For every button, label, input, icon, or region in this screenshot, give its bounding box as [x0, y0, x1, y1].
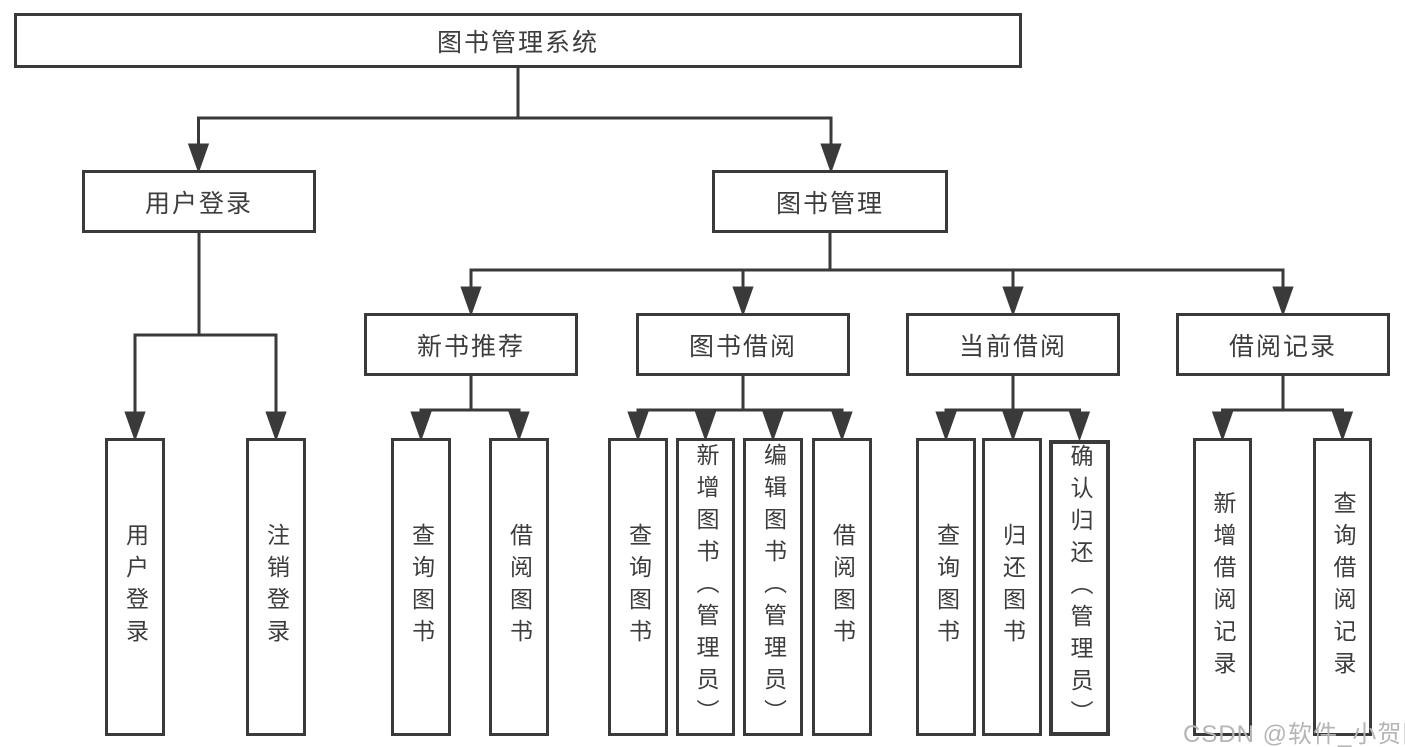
- node-borrowing-records: 借阅记录: [1176, 313, 1390, 376]
- leaf-current-return-books: 归还图书: [982, 438, 1042, 736]
- csdn-watermark: CSDN @软件_小贺同学: [1183, 721, 1405, 747]
- node-book-borrowing: 图书借阅: [636, 313, 850, 376]
- leaf-borrow-query-books: 查询图书: [608, 438, 668, 736]
- leaf-user-login: 用户登录: [105, 438, 165, 736]
- leaf-current-confirm-return-admin: 确认归还（管理员）: [1049, 440, 1110, 736]
- node-current-borrowing: 当前借阅: [906, 313, 1120, 376]
- leaf-borrow-add-books-admin: 新增图书（管理员）: [676, 438, 735, 736]
- node-user-login: 用户登录: [82, 170, 316, 233]
- node-new-book-recommend: 新书推荐: [364, 313, 578, 376]
- leaf-current-query-books: 查询图书: [916, 438, 976, 736]
- node-book-management: 图书管理: [712, 170, 948, 233]
- leaf-borrow-borrow-books: 借阅图书: [812, 438, 872, 736]
- node-library-management-system: 图书管理系统: [14, 13, 1022, 68]
- leaf-newrec-query-books: 查询图书: [391, 438, 451, 736]
- leaf-logout: 注销登录: [246, 438, 306, 736]
- leaf-borrow-edit-books-admin: 编辑图书（管理员）: [743, 438, 803, 736]
- leaf-records-query-record: 查询借阅记录: [1313, 438, 1372, 736]
- leaf-newrec-borrow-books: 借阅图书: [489, 438, 549, 736]
- leaf-records-add-record: 新增借阅记录: [1193, 438, 1252, 736]
